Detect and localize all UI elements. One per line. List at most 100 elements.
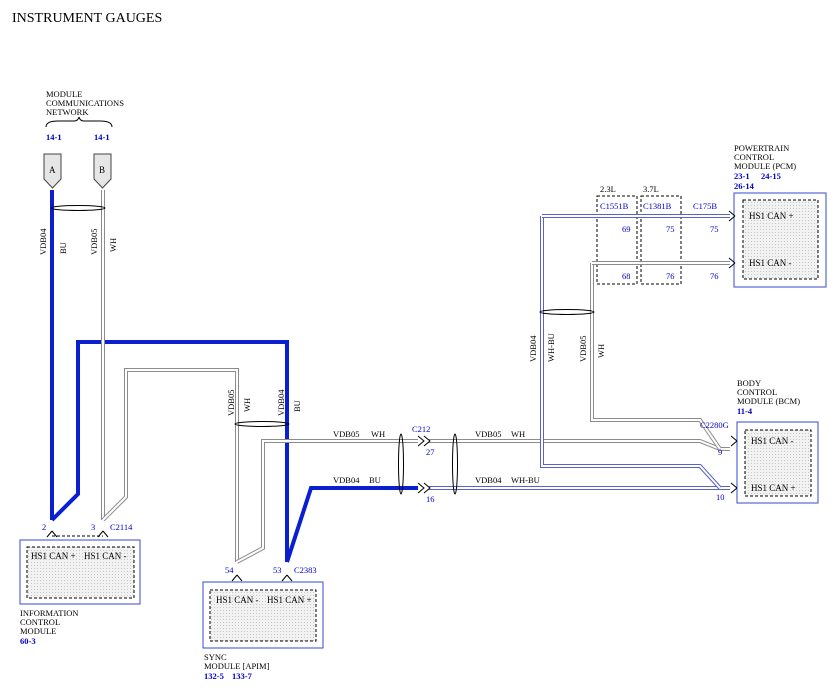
- network-label-line-2: COMMUNICATIONS: [46, 98, 124, 108]
- network-label: MODULE COMMUNICATIONS NETWORK: [46, 89, 124, 117]
- module-sync-signal-plus: HS1 CAN +: [267, 595, 312, 605]
- connector-c212[interactable]: C212 27 16: [412, 424, 435, 504]
- wire-label-bu-a: BU: [58, 242, 68, 254]
- module-pcm-signal-minus: HS1 CAN -: [749, 258, 792, 268]
- module-sync-ref-1: 132-5: [204, 671, 224, 681]
- module-sync-name-1: SYNC: [204, 652, 227, 662]
- module-bcm[interactable]: HS1 CAN - HS1 CAN +: [730, 421, 819, 504]
- wire-label-vdb04-h2: VDB04: [475, 475, 502, 485]
- wire-label-vdb05-b: VDB05: [89, 229, 99, 255]
- connector-box-c1551b[interactable]: [596, 195, 638, 285]
- connector-c2280g-label: C2280G: [700, 420, 729, 430]
- module-icm-signal-plus: HS1 CAN +: [31, 551, 76, 561]
- wire-label-bu-h1: BU: [369, 475, 381, 485]
- connector-c1381b-label: C1381B: [643, 201, 672, 211]
- module-sync-label: SYNC MODULE [APIM] 132-5 133-7: [204, 652, 270, 681]
- wire-label-whbu-pcm: WH-BU: [546, 333, 556, 362]
- module-bcm-signal-minus: HS1 CAN -: [751, 436, 794, 446]
- pin-c175b-76: 76: [710, 271, 719, 281]
- module-icm[interactable]: HS1 CAN + HS1 CAN -: [19, 530, 141, 605]
- wire-label-vdb05-h1: VDB05: [333, 429, 359, 439]
- module-pcm-name-3: MODULE (PCM): [734, 161, 796, 171]
- page-title: INSTRUMENT GAUGES: [12, 11, 162, 26]
- wire-label-vdb04-sync: VDB04: [276, 389, 286, 416]
- module-icm-label: INFORMATION CONTROL MODULE 60-3: [20, 608, 79, 646]
- twist-marker-c212-right: [452, 433, 458, 495]
- wire-label-vdb04-pcm: VDB04: [528, 335, 538, 362]
- module-bcm-name-2: CONTROL: [737, 387, 777, 397]
- connector-c2383-label: C2383: [294, 565, 317, 575]
- module-pcm-label: POWERTRAIN CONTROL MODULE (PCM) 23-1 24-…: [734, 143, 796, 191]
- network-label-line-3: NETWORK: [46, 107, 89, 117]
- module-pcm-ref-1: 23-1: [734, 171, 750, 181]
- module-bcm-label: BODY CONTROL MODULE (BCM) 11-4: [737, 378, 800, 416]
- wire-label-vdb05-pcm: VDB05: [578, 336, 588, 362]
- wire-label-wh-h1: WH: [371, 429, 385, 439]
- connector-flag-a: A: [43, 153, 62, 189]
- connector-box-c1381b[interactable]: [640, 195, 682, 285]
- module-bcm-signal-plus: HS1 CAN +: [751, 483, 796, 493]
- pin-c1381b-76: 76: [666, 271, 675, 281]
- connector-c2114-label: C2114: [110, 522, 133, 532]
- connector-flag-b: B: [93, 153, 112, 189]
- network-ref-a[interactable]: 14-1: [46, 132, 62, 142]
- wire-label-vdb04-a: VDB04: [38, 228, 48, 255]
- pin-sync-54: 54: [225, 565, 234, 575]
- wire-bu-c212[interactable]: [285, 486, 418, 563]
- connector-c212-label: C212: [412, 424, 430, 434]
- engine-option-37l: 3.7L: [643, 184, 659, 194]
- wire-label-bu-sync: BU: [292, 400, 302, 412]
- wire-label-wh-h2: WH: [511, 429, 525, 439]
- network-ref-b[interactable]: 14-1: [94, 132, 110, 142]
- wire-label-whbu-h2: WH-BU: [511, 475, 540, 485]
- wire-label-wh-sync: WH: [242, 398, 252, 412]
- module-pcm-ref-3: 26-14: [734, 181, 755, 191]
- module-pcm[interactable]: HS1 CAN + HS1 CAN -: [728, 192, 827, 288]
- engine-option-23l: 2.3L: [600, 184, 616, 194]
- pin-c212-16: 16: [426, 494, 435, 504]
- pin-c212-27: 27: [426, 447, 435, 457]
- wire-label-vdb04-h1: VDB04: [333, 475, 360, 485]
- pin-c175b-75: 75: [710, 224, 719, 234]
- twist-marker-pcm: [539, 309, 595, 315]
- module-bcm-name-3: MODULE (BCM): [737, 396, 800, 406]
- connector-c1551b-label: C1551B: [600, 201, 629, 211]
- module-sync[interactable]: HS1 CAN - HS1 CAN +: [202, 574, 324, 649]
- pin-c2280g-9: 9: [718, 447, 722, 457]
- network-brace: [45, 116, 113, 128]
- wire-pcm-overlay: [542, 214, 730, 265]
- wire-bu-sync-loop[interactable]: [50, 340, 289, 562]
- twist-marker-c212-left: [398, 433, 404, 495]
- wire-label-wh-b: WH: [108, 238, 118, 252]
- module-sync-name-2: MODULE [APIM]: [204, 661, 270, 671]
- pin-icm-3: 3: [91, 522, 95, 532]
- module-icm-signal-minus: HS1 CAN -: [84, 551, 127, 561]
- module-icm-name-2: CONTROL: [20, 617, 60, 627]
- module-sync-signal-minus: HS1 CAN -: [216, 595, 259, 605]
- module-bcm-ref-1: 11-4: [737, 406, 753, 416]
- pin-icm-2: 2: [42, 522, 46, 532]
- module-pcm-name-2: CONTROL: [734, 152, 774, 162]
- network-label-line-1: MODULE: [46, 89, 82, 99]
- module-icm-ref-1: 60-3: [20, 636, 36, 646]
- module-icm-name-3: MODULE: [20, 626, 56, 636]
- pin-c2280g-10: 10: [716, 492, 725, 502]
- twist-marker-network: [50, 205, 106, 211]
- module-sync-ref-2: 133-7: [232, 671, 253, 681]
- wire-label-vdb05-sync: VDB05: [226, 390, 236, 416]
- pin-c1381b-75: 75: [666, 224, 675, 234]
- connector-flag-b-label: B: [99, 165, 105, 175]
- module-icm-name-1: INFORMATION: [20, 608, 79, 618]
- module-pcm-ref-2: 24-15: [761, 171, 781, 181]
- pin-sync-53: 53: [273, 565, 282, 575]
- module-bcm-name-1: BODY: [737, 378, 761, 388]
- connector-flag-a-label: A: [49, 165, 56, 175]
- module-pcm-signal-plus: HS1 CAN +: [749, 211, 794, 221]
- wire-label-vdb05-h2: VDB05: [475, 429, 501, 439]
- pin-c1551b-69: 69: [622, 224, 631, 234]
- twist-marker-sync: [234, 421, 290, 427]
- module-pcm-name-1: POWERTRAIN: [734, 143, 789, 153]
- wire-label-wh-pcm: WH: [596, 344, 606, 358]
- connector-c175b-label: C175B: [693, 201, 717, 211]
- pin-c1551b-68: 68: [622, 271, 631, 281]
